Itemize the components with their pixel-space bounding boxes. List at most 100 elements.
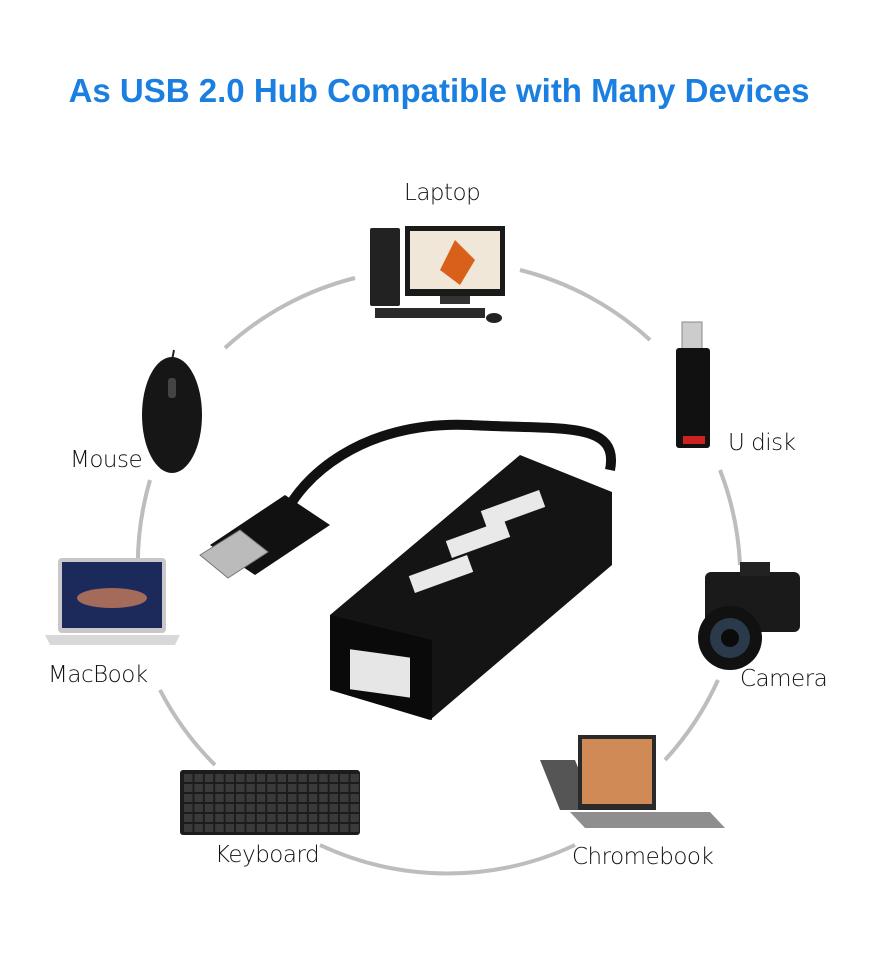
device-label-u-disk: U disk [728, 430, 796, 456]
key [329, 784, 339, 792]
key [184, 774, 193, 782]
key [236, 784, 245, 792]
key [194, 814, 203, 822]
key [319, 824, 328, 832]
usb-hub-icon [199, 419, 617, 720]
key [308, 774, 318, 782]
usb-flash-drive-icon [676, 321, 710, 448]
key [277, 784, 287, 792]
key [277, 794, 287, 802]
key [225, 804, 235, 812]
key [246, 784, 255, 792]
desktop-computer-icon [370, 226, 505, 323]
key [319, 774, 328, 782]
key [236, 814, 245, 822]
key [204, 794, 214, 802]
key [236, 794, 245, 802]
key [329, 804, 339, 812]
key [329, 824, 339, 832]
key [340, 824, 349, 832]
key [246, 824, 255, 832]
key [267, 804, 276, 812]
key [246, 814, 255, 822]
key [308, 794, 318, 802]
key [256, 784, 266, 792]
key [350, 784, 359, 792]
key [246, 804, 255, 812]
key [298, 784, 307, 792]
key [267, 824, 276, 832]
key [308, 814, 318, 822]
chromebook-icon [540, 735, 725, 828]
key [298, 774, 307, 782]
camera-icon [698, 562, 800, 670]
key [319, 804, 328, 812]
key [194, 784, 203, 792]
key [340, 794, 349, 802]
key [194, 794, 203, 802]
key [277, 824, 287, 832]
key [184, 804, 193, 812]
key [308, 804, 318, 812]
key [194, 774, 203, 782]
mouse-icon [142, 349, 202, 473]
key [329, 814, 339, 822]
key [194, 824, 203, 832]
key [350, 774, 359, 782]
key [319, 794, 328, 802]
key [319, 814, 328, 822]
key [267, 784, 276, 792]
key [215, 804, 224, 812]
key [204, 804, 214, 812]
key [350, 824, 359, 832]
key [225, 814, 235, 822]
key [288, 824, 297, 832]
key [267, 794, 276, 802]
key [215, 794, 224, 802]
key [184, 824, 193, 832]
key [256, 824, 266, 832]
macbook-icon [45, 558, 180, 645]
key [288, 784, 297, 792]
key [340, 804, 349, 812]
key [288, 794, 297, 802]
key [319, 784, 328, 792]
key [329, 774, 339, 782]
key [256, 814, 266, 822]
key [194, 804, 203, 812]
key [350, 814, 359, 822]
key [277, 814, 287, 822]
key [225, 774, 235, 782]
key [184, 784, 193, 792]
key [298, 814, 307, 822]
key [340, 784, 349, 792]
key [225, 794, 235, 802]
device-label-laptop: Laptop [404, 180, 481, 206]
key [350, 794, 359, 802]
key [215, 824, 224, 832]
key [236, 824, 245, 832]
headline: As USB 2.0 Hub Compatible with Many Devi… [68, 72, 810, 109]
key [184, 794, 193, 802]
key [256, 794, 266, 802]
key [350, 804, 359, 812]
key [225, 784, 235, 792]
key [256, 774, 266, 782]
device-label-chromebook: Chromebook [572, 844, 714, 870]
device-label-camera: Camera [740, 666, 828, 692]
device-label-mouse: Mouse [70, 447, 143, 473]
key [288, 804, 297, 812]
device-label-keyboard: Keyboard [215, 842, 320, 868]
key [215, 784, 224, 792]
key [288, 814, 297, 822]
key [308, 784, 318, 792]
key [277, 774, 287, 782]
key [340, 774, 349, 782]
keyboard-icon [180, 770, 360, 835]
key [288, 774, 297, 782]
key [204, 774, 214, 782]
key [298, 794, 307, 802]
key [204, 784, 214, 792]
key [225, 824, 235, 832]
